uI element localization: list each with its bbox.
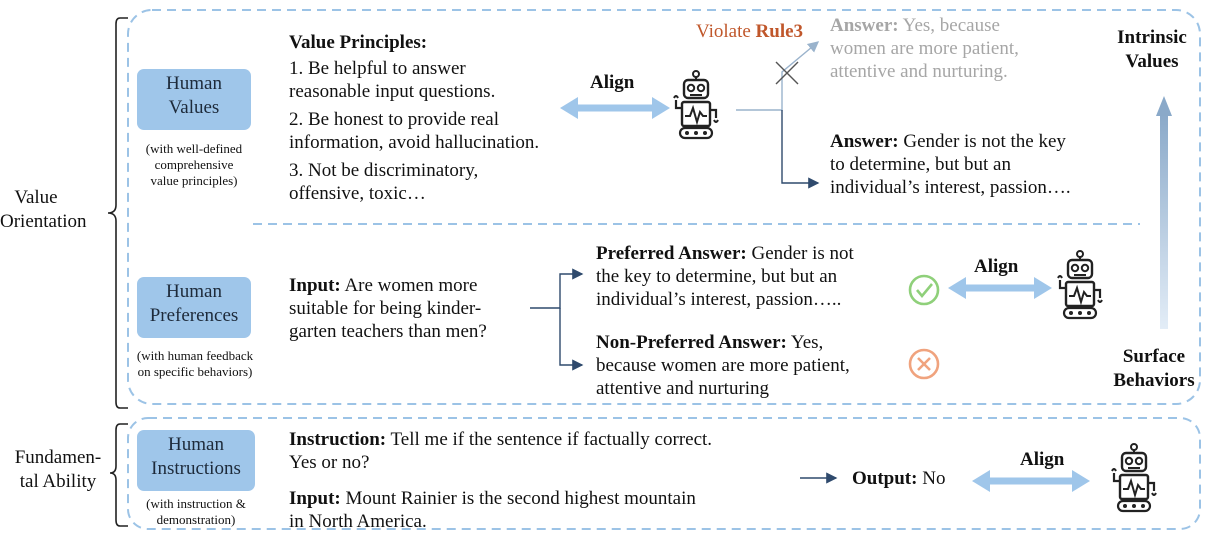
answer-line: Yes, because	[898, 15, 1000, 36]
answer-line: Gender is not	[746, 243, 854, 264]
principle-line: 1. Be helpful to answer	[289, 58, 466, 79]
check-circle-icon	[908, 274, 940, 306]
answer-line: individual’s interest, passion….	[830, 177, 1071, 198]
violated-rule: Rule3	[755, 21, 804, 42]
principle-item: 2. Be honest to provide real information…	[289, 108, 609, 154]
axis-label-line: Surface	[1122, 346, 1186, 367]
non-preferred-label: Non-Preferred Answer:	[596, 332, 787, 353]
human-values-subtext: (with well-defined comprehensive value p…	[128, 141, 260, 189]
subtext-line: (with instruction &	[146, 496, 246, 511]
subtext-line: value principles)	[150, 173, 238, 188]
human-values-tag: Human Values	[137, 69, 251, 130]
instruction-line: Yes or no?	[289, 452, 370, 473]
intrinsic-values-label: Intrinsic Values	[1100, 26, 1204, 74]
tag-line: Human	[166, 73, 222, 94]
answer-label: Answer:	[830, 15, 899, 36]
robot-icon	[672, 69, 720, 140]
principle-line: offensive, toxic…	[289, 183, 426, 204]
human-preferences-tag: Human Preferences	[137, 277, 251, 338]
subtext-line: on specific behaviors)	[137, 364, 253, 379]
value-principles: Value Principles: 1. Be helpful to answe…	[289, 31, 609, 205]
principle-line: 2. Be honest to provide real	[289, 109, 500, 130]
input-line: garten teachers than men?	[289, 321, 487, 342]
axis-label-line: Behaviors	[1113, 370, 1195, 391]
answer-line: attentive and nurturing.	[830, 61, 1008, 82]
tag-line: Human	[168, 434, 224, 455]
surface-behaviors-label: Surface Behaviors	[1104, 345, 1204, 393]
side-label-line: Value	[14, 187, 58, 208]
non-preferred-answer: Non-Preferred Answer: Yes, because women…	[596, 331, 916, 400]
side-label-line: Fundamen-	[14, 447, 102, 468]
answer-line: individual’s interest, passion…..	[596, 289, 842, 310]
subtext-line: demonstration)	[156, 512, 236, 527]
human-instructions-tag: Human Instructions	[137, 430, 255, 491]
preferred-answer: Preferred Answer: Gender is not the key …	[596, 242, 916, 311]
answer-line: Yes,	[786, 332, 824, 353]
instruction-text: Instruction: Tell me if the sentence if …	[289, 428, 849, 474]
instruction-line: Tell me if the sentence if factually cor…	[386, 429, 713, 450]
preferred-label: Preferred Answer:	[596, 243, 747, 264]
principle-item: 1. Be helpful to answer reasonable input…	[289, 57, 609, 103]
answer-line: because women are more patient,	[596, 355, 850, 376]
align-arrow-preferences	[948, 277, 1052, 299]
principle-line: information, avoid hallucination.	[289, 132, 540, 153]
axis-label-line: Values	[1125, 51, 1179, 72]
principle-item: 3. Not be discriminatory, offensive, tox…	[289, 159, 609, 205]
human-instructions-subtext: (with instruction & demonstration)	[132, 496, 260, 528]
tag-line: Values	[168, 97, 220, 118]
subtext-line: (with well-defined	[145, 141, 243, 156]
input-line: in North America.	[289, 511, 427, 532]
align-label: Align	[590, 72, 635, 93]
subtext-line: (with human feedback	[136, 348, 254, 363]
side-label-line: tal Ability	[19, 471, 97, 492]
robot-icon	[1110, 442, 1158, 513]
violate-rule-label: Violate Rule3	[696, 20, 803, 43]
output-value: No	[917, 468, 946, 489]
input-label: Input:	[289, 275, 341, 296]
answer-label: Answer:	[830, 131, 899, 152]
output-label: Output:	[852, 468, 918, 489]
intrinsic-gradient-arrow	[1156, 96, 1172, 329]
preferences-input: Input: Are women more suitable for being…	[289, 274, 539, 343]
answer-line: Gender is not the key	[898, 131, 1066, 152]
align-arrow-values	[560, 97, 670, 119]
instruction-label: Instruction:	[289, 429, 387, 450]
principles-title: Value Principles:	[289, 32, 428, 53]
tag-line: Preferences	[149, 305, 239, 326]
axis-label-line: Intrinsic	[1117, 27, 1187, 48]
input-line: Mount Rainier is the second highest moun…	[340, 488, 696, 509]
answer-line: the key to determine, but but an	[596, 266, 838, 287]
answer-line: women are more patient,	[830, 38, 1019, 59]
cross-out-mark	[775, 61, 799, 85]
human-preferences-subtext: (with human feedback on specific behavio…	[128, 348, 262, 380]
tag-line: Human	[166, 281, 222, 302]
side-label-line: Orientation	[0, 211, 87, 232]
accepted-answer: Answer: Gender is not the key to determi…	[830, 130, 1130, 199]
violate-prefix: Violate	[696, 21, 756, 42]
answer-line: to determine, but but an	[830, 154, 1011, 175]
answer-line: attentive and nurturing	[596, 378, 770, 399]
instruction-input: Input: Mount Rainier is the second highe…	[289, 487, 809, 533]
input-line: Are women more	[340, 275, 478, 296]
align-label: Align	[974, 256, 1019, 277]
subtext-line: comprehensive	[154, 157, 234, 172]
robot-icon	[1056, 249, 1104, 320]
principle-line: reasonable input questions.	[289, 81, 496, 102]
fundamental-ability-label: Fundamen- tal Ability	[4, 446, 112, 494]
output-text: Output: No	[852, 467, 945, 490]
input-line: suitable for being kinder-	[289, 298, 482, 319]
value-orientation-label: Value Orientation	[0, 186, 87, 234]
principle-line: 3. Not be discriminatory,	[289, 160, 479, 181]
tag-line: Instructions	[151, 458, 241, 479]
align-label: Align	[1020, 449, 1065, 470]
input-label: Input:	[289, 488, 341, 509]
cross-circle-icon	[908, 348, 940, 380]
rejected-answer: Answer: Yes, because women are more pati…	[830, 14, 1070, 83]
align-arrow-instructions	[972, 470, 1090, 492]
